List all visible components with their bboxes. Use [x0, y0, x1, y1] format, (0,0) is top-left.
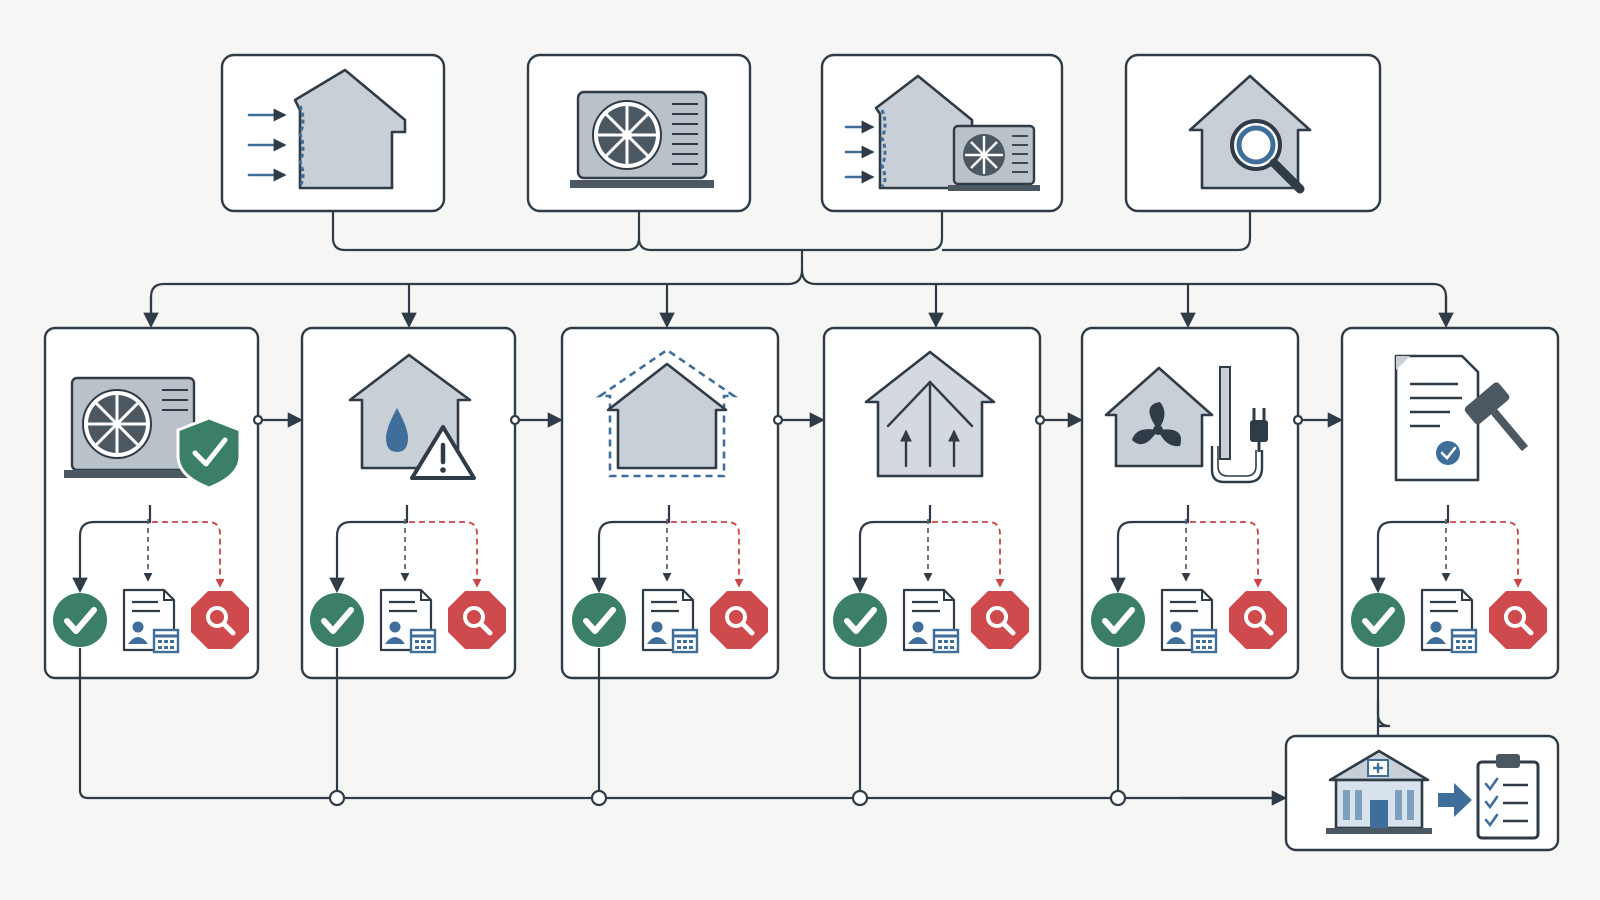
outcome-group-1 [53, 505, 249, 654]
approve-check-icon [310, 593, 364, 647]
document-schedule-icon [379, 588, 437, 654]
review-path [1450, 521, 1523, 588]
bus-drops [328, 648, 1127, 807]
heat-pump-shield-icon [64, 376, 242, 490]
stage-sequence-arrows [252, 412, 1344, 428]
checklist-clipboard-icon [1476, 754, 1540, 840]
document-schedule-icon [641, 588, 699, 654]
stage-outcomes [53, 505, 1547, 654]
review-path [409, 521, 482, 588]
approve-path [591, 505, 671, 594]
approve-check-icon [833, 593, 887, 647]
merge-connector [149, 211, 1448, 320]
review-search-icon [448, 591, 506, 649]
review-search-icon [1229, 591, 1287, 649]
document-schedule-icon [1160, 588, 1218, 654]
approve-path [329, 505, 409, 594]
approve-path [1110, 505, 1190, 594]
review-path [152, 521, 225, 588]
approve-check-icon [53, 593, 107, 647]
review-search-icon [710, 591, 768, 649]
moisture-warning-icon [348, 353, 476, 480]
outcome-group-2 [310, 505, 506, 654]
approve-check-icon [1091, 593, 1145, 647]
review-search-icon [971, 591, 1029, 649]
public-building-icon [1326, 749, 1432, 834]
branch-arrows [143, 284, 1454, 329]
document-schedule-icon [122, 588, 180, 654]
bus-junction [590, 789, 608, 807]
approve-path [1370, 505, 1450, 594]
certificate-gavel-icon [1394, 354, 1529, 482]
airtight-envelope-icon [595, 348, 739, 478]
stage-box-2 [300, 326, 517, 680]
arrow-right-icon [1438, 783, 1472, 817]
approve-check-icon [572, 593, 626, 647]
ventilation-house-icon [864, 350, 996, 478]
review-search-icon [191, 591, 249, 649]
heat-pump-icon [570, 90, 714, 188]
review-path [1190, 521, 1263, 588]
outcome-group-4 [833, 505, 1029, 654]
insulation-plus-heat-pump-icon [844, 74, 1040, 191]
outcome-group-6 [1351, 505, 1547, 654]
house-inspection-icon [1188, 74, 1312, 194]
outcome-group-5 [1091, 505, 1287, 654]
completion-bus [78, 648, 1278, 800]
bus-junction [851, 789, 869, 807]
bus-junction [1109, 789, 1127, 807]
approve-path [852, 505, 932, 594]
review-path [932, 521, 1005, 588]
document-schedule-icon [902, 588, 960, 654]
approve-check-icon [1351, 593, 1405, 647]
insulated-house-icon [247, 68, 407, 190]
bus-junction [328, 789, 346, 807]
outcome-group-3 [572, 505, 768, 654]
fan-electrical-icon [1104, 366, 1268, 484]
document-schedule-icon [1420, 588, 1478, 654]
review-search-icon [1489, 591, 1547, 649]
review-path [671, 521, 744, 588]
approve-path [72, 505, 152, 594]
